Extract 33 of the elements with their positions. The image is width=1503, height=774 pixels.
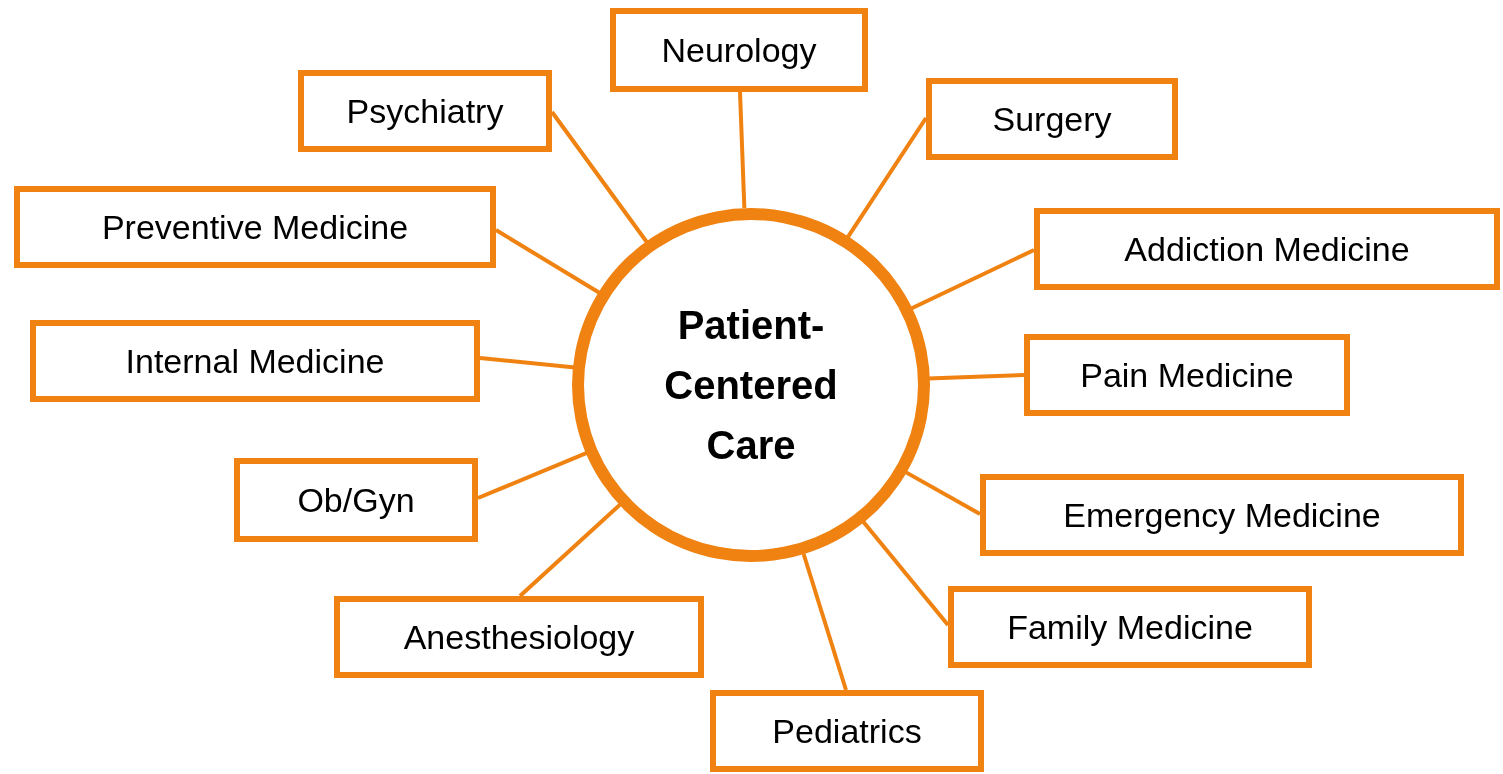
connector-line bbox=[801, 553, 848, 691]
specialty-label: Anesthesiology bbox=[403, 617, 635, 657]
connector-line bbox=[909, 248, 1035, 311]
connector-line bbox=[518, 502, 622, 598]
specialty-box bbox=[334, 596, 704, 678]
specialty-label: Family Medicine bbox=[1007, 607, 1253, 647]
specialty-label: Surgery bbox=[992, 99, 1112, 139]
specialty-label: Pediatrics bbox=[772, 711, 922, 751]
specialty-box bbox=[1024, 334, 1350, 416]
specialty-box bbox=[234, 458, 478, 542]
specialty-label: Neurology bbox=[661, 30, 817, 70]
specialty-box bbox=[926, 78, 1178, 160]
specialty-label: Addiction Medicine bbox=[1124, 229, 1410, 269]
connector-line bbox=[846, 116, 928, 239]
specialty-label: Psychiatry bbox=[346, 91, 504, 131]
connector-line bbox=[861, 520, 950, 627]
specialty-box bbox=[710, 690, 984, 772]
connector-line bbox=[738, 91, 747, 209]
specialty-box bbox=[298, 70, 552, 152]
connector-line bbox=[477, 450, 589, 500]
center-label: Patient-Centered Care bbox=[663, 302, 839, 469]
specialty-label: Internal Medicine bbox=[125, 341, 385, 381]
specialty-box bbox=[980, 474, 1464, 556]
specialty-label: Emergency Medicine bbox=[1063, 495, 1381, 535]
specialty-box bbox=[1034, 208, 1500, 290]
specialty-label: Preventive Medicine bbox=[101, 207, 409, 247]
specialty-box bbox=[14, 186, 496, 268]
specialty-box bbox=[948, 586, 1312, 668]
specialty-box bbox=[610, 8, 868, 92]
specialty-label: Pain Medicine bbox=[1080, 355, 1294, 395]
specialty-box bbox=[30, 320, 480, 402]
connector-line bbox=[904, 470, 981, 516]
specialty-label: Ob/Gyn bbox=[297, 480, 415, 520]
